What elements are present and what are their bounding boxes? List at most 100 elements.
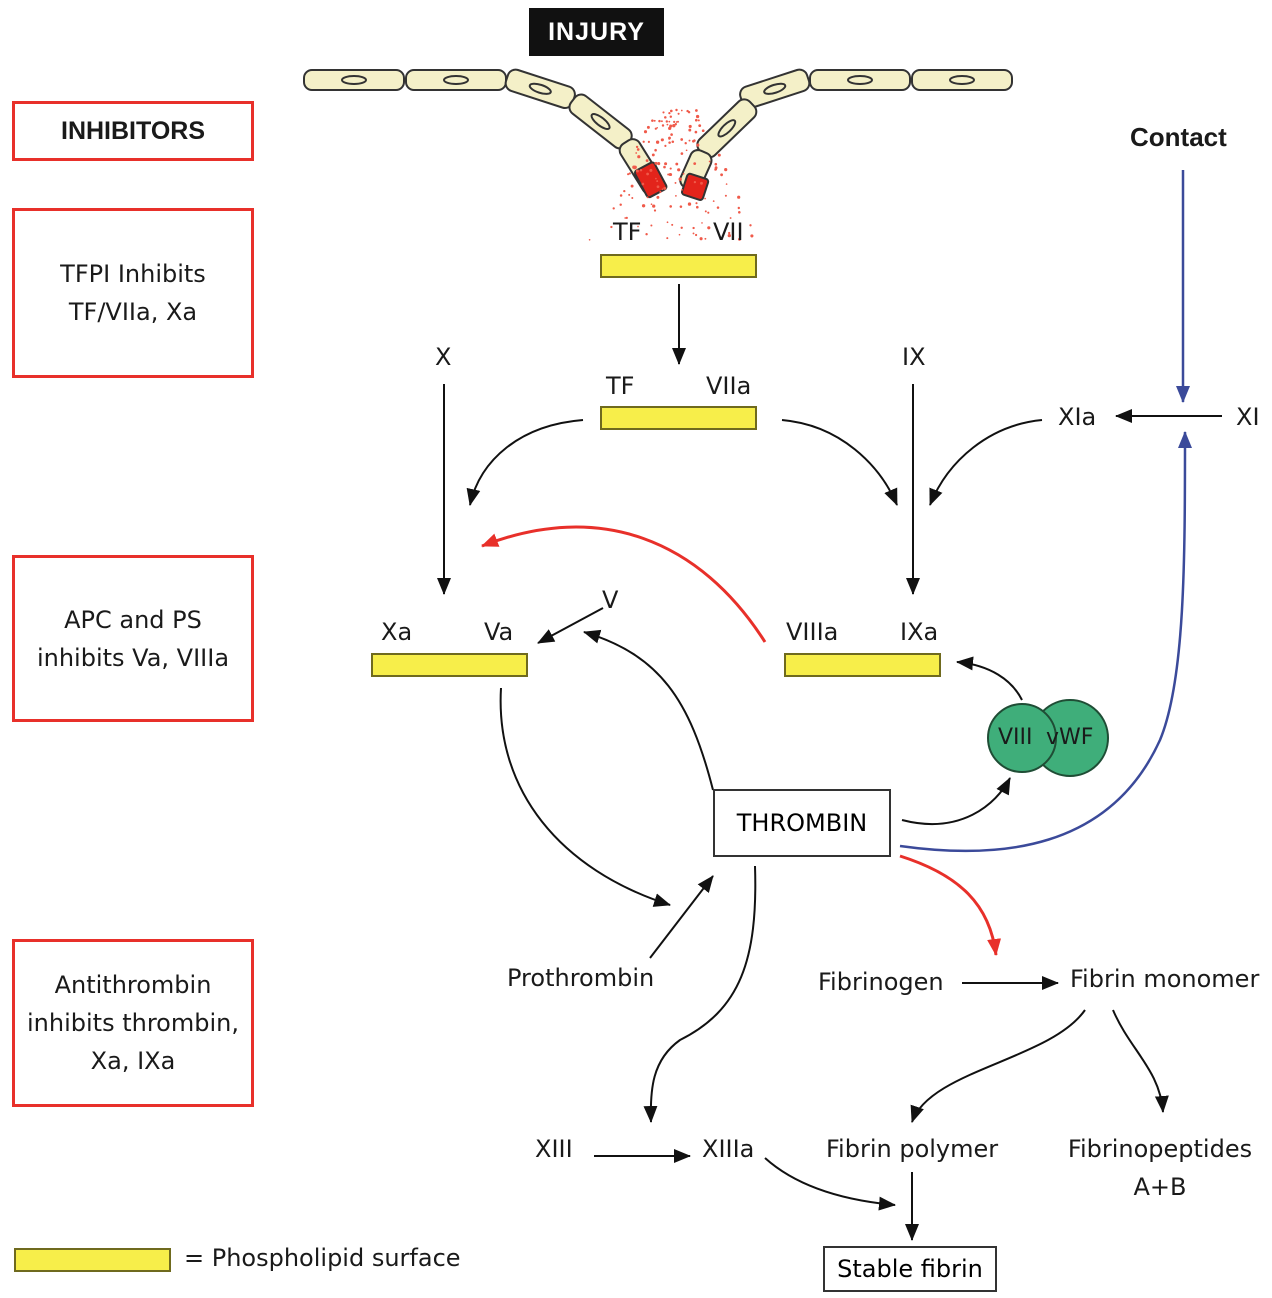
label-vwf: vWF	[1046, 725, 1094, 750]
spray-dot	[695, 109, 698, 112]
legend-text: = Phospholipid surface	[184, 1244, 461, 1272]
spray-dot	[712, 200, 715, 202]
spray-dot	[651, 119, 654, 122]
spray-dot	[666, 237, 669, 240]
spray-dot	[688, 124, 692, 129]
injured-cell	[680, 172, 710, 201]
arrow-xia-to-ixa	[929, 419, 1043, 506]
spray-dot	[669, 167, 672, 170]
spray-dot	[653, 119, 656, 122]
label-prothrombin: Prothrombin	[507, 964, 655, 992]
label-ixa: IXa	[900, 618, 939, 646]
spray-dot	[667, 173, 670, 176]
arrow-thrombin-to-xiiia	[643, 865, 757, 1123]
spray-dot	[681, 189, 683, 191]
spray-dot	[619, 203, 622, 206]
spray-dot	[688, 128, 692, 132]
antithrombin-inhibitor-box: Antithrombin inhibits thrombin, Xa, IXa	[12, 939, 254, 1107]
blue-arrows	[899, 170, 1192, 853]
arrow-thrombin-to-xi	[899, 431, 1192, 853]
injury-label: INJURY	[529, 8, 664, 56]
spray-dot	[646, 172, 649, 176]
spray-dot	[716, 206, 720, 209]
stable-fibrin-box: Stable fibrin	[823, 1246, 997, 1292]
label-xa: Xa	[381, 618, 413, 646]
spray-dot	[647, 140, 650, 143]
endothelial-cell	[303, 69, 405, 91]
spray-dot	[635, 169, 639, 173]
spray-dot	[694, 130, 698, 134]
spray-dot	[725, 183, 728, 185]
spray-dot	[654, 127, 657, 130]
spray-dot	[666, 123, 669, 126]
arrow-thrombin-to-fibrinogen	[899, 854, 1002, 956]
contact-label: Contact	[1130, 122, 1227, 152]
spray-dot	[624, 217, 627, 219]
spray-dot	[630, 184, 634, 188]
spray-dot	[669, 115, 673, 118]
spray-dot	[662, 111, 665, 114]
spray-dot	[680, 152, 684, 155]
phospholipid-surface-tf-viia	[600, 406, 757, 430]
spray-dot	[642, 140, 645, 143]
spray-dot	[669, 109, 673, 113]
label-fibrin-polymer: Fibrin polymer	[826, 1135, 999, 1163]
spray-dot	[619, 194, 623, 197]
spray-dot	[687, 111, 691, 114]
spray-dot	[678, 233, 681, 236]
spray-dot	[656, 127, 658, 129]
spray-dot	[656, 185, 660, 189]
spray-dot	[694, 118, 698, 122]
spray-dot	[636, 148, 640, 151]
spray-dot	[708, 160, 711, 163]
spray-dot	[685, 149, 688, 152]
spray-dot	[724, 194, 727, 197]
spray-dot	[692, 226, 695, 230]
spray-dot	[664, 116, 667, 119]
spray-dot	[659, 190, 662, 194]
phospholipid-surface-xa-va	[371, 653, 528, 677]
spray-dot	[650, 203, 653, 206]
spray-dot	[654, 148, 657, 152]
spray-dot	[693, 180, 697, 184]
spray-dot	[651, 153, 655, 157]
spray-dot	[738, 211, 741, 214]
label-fibrinopeptides: Fibrinopeptides	[1067, 1135, 1253, 1163]
spray-dot	[674, 181, 677, 184]
spray-dot	[627, 173, 630, 176]
inhibitors-title-box: INHIBITORS	[12, 101, 254, 161]
label-tf-top: TF	[613, 218, 642, 246]
spray-dot	[701, 129, 705, 133]
endothelial-cell	[504, 68, 576, 110]
arrow-tf-viia-to-ixa	[781, 419, 898, 506]
spray-dot	[727, 233, 731, 238]
spray-dot	[660, 120, 663, 123]
spray-dot	[649, 168, 653, 172]
spray-dot	[655, 177, 657, 180]
spray-dot	[635, 152, 638, 154]
label-vii: VII	[713, 218, 744, 246]
spray-dot	[661, 138, 664, 141]
red-arrows	[481, 525, 1002, 956]
label-va: Va	[484, 618, 514, 646]
pathway-arrows	[437, 284, 1222, 1241]
spray-dot	[676, 120, 680, 123]
spray-dot	[696, 143, 700, 147]
label-xiii: XIII	[535, 1135, 573, 1163]
spray-dot	[612, 207, 615, 210]
arrow-vwf-to-viiia	[956, 656, 1023, 701]
spray-dot	[679, 205, 683, 208]
arrow-v-to-va	[537, 607, 604, 644]
spray-dot	[680, 226, 683, 229]
spray-dot	[645, 159, 649, 162]
spray-dot	[655, 140, 660, 144]
label-stable-fibrin: Stable fibrin	[837, 1255, 983, 1283]
spray-dot	[714, 166, 718, 170]
spray-dot	[680, 109, 683, 112]
spray-dot	[701, 222, 703, 224]
spray-dot	[717, 153, 721, 157]
spray-dot	[657, 162, 661, 166]
tfpi-inhibitor-box: TFPI Inhibits TF/VIIa, Xa	[12, 208, 254, 378]
label-fibrinopeptides-ab: A+B	[1133, 1173, 1187, 1201]
thrombin-box: THROMBIN	[713, 789, 891, 857]
